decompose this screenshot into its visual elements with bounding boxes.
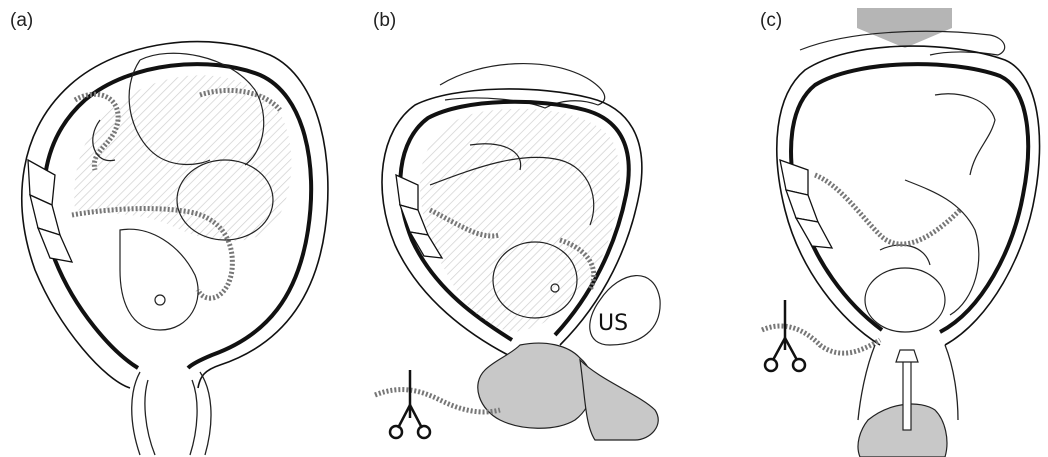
operator-hand: [478, 343, 593, 428]
uterus-outer-wall: [777, 46, 1040, 345]
ultrasound-label: US: [598, 311, 628, 336]
panel-label-a: (a): [10, 10, 33, 31]
panel-c: (c): [760, 8, 1040, 457]
panel-a: (a): [10, 10, 328, 455]
placenta-cotyledons: [780, 160, 832, 248]
panel-label-b: (b): [373, 10, 396, 31]
umbilical-clamp-icon: [390, 370, 430, 438]
placenta: [420, 109, 620, 332]
fetus: [865, 94, 995, 332]
pressure-arrow-icon: [857, 8, 952, 48]
panel-b: (b) US: [373, 10, 660, 440]
umbilical-cord: [815, 175, 960, 244]
uterine-wall: [791, 64, 1028, 332]
placenta-cotyledons: [28, 160, 72, 262]
placenta: [74, 75, 291, 241]
umbilical-clamp-icon: [765, 300, 805, 371]
instrument: [903, 355, 911, 430]
panel-label-c: (c): [760, 10, 782, 31]
operator-hand-right: [580, 360, 658, 440]
